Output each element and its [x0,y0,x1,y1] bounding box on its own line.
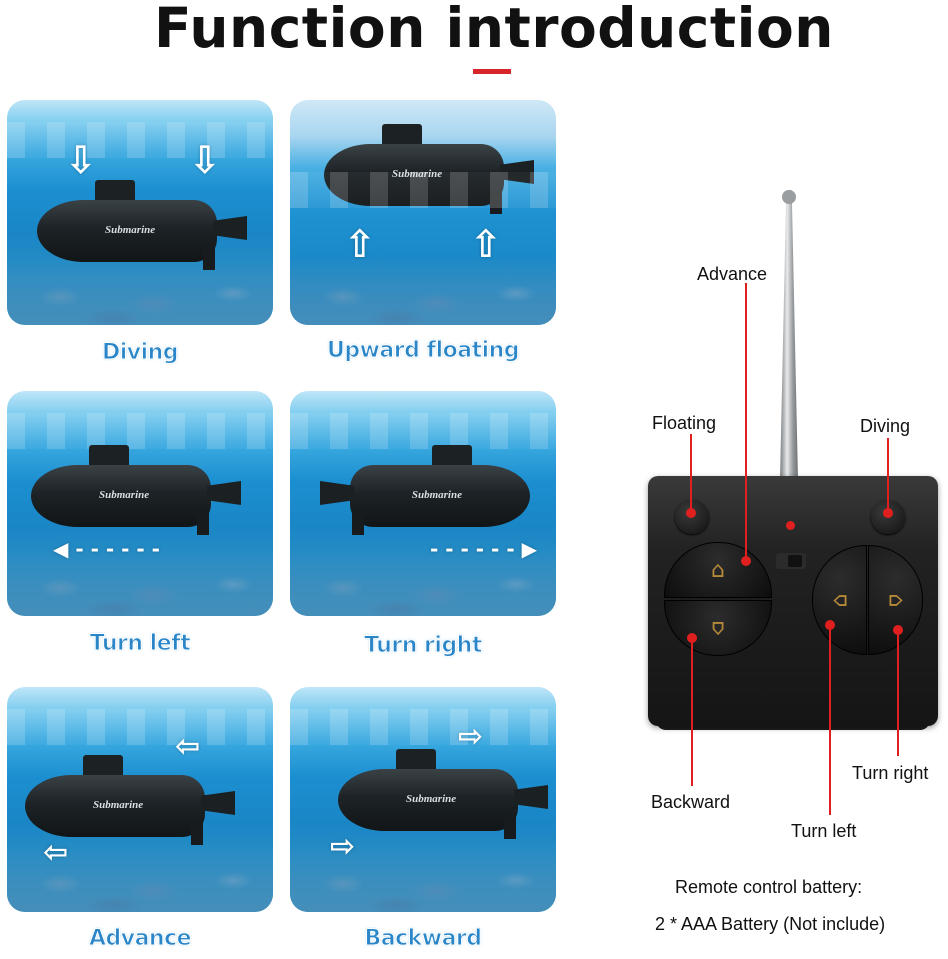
submarine-brand: Submarine [411,489,462,501]
caption-turn-right: Turn right [364,633,483,659]
backward-callout-line [691,638,693,786]
floating-callout-dot [686,508,696,518]
down-arrow-icon: ⇩ [189,138,221,182]
caption-upward-floating: Upward floating [326,338,520,364]
label-turn-right: Turn right [852,763,929,783]
caption-backward: Backward [364,926,483,952]
label-backward: Backward [651,792,731,812]
submarine-brand: Submarine [93,799,144,811]
right-arrow-icon: ⇨ [458,719,484,754]
tile-turn-right: Submarine ‐ ‐ ‐ ‐ ‐ ‐ ▶ [290,391,556,616]
label-diving: Diving [860,416,911,436]
submarine-brand: Submarine [392,168,442,180]
antenna-tip [782,190,796,204]
seabed [290,546,556,616]
label-advance: Advance [697,264,768,284]
turn-left-callout-line [829,625,831,815]
left-arrow-icon: ⇦ [175,729,201,764]
tile-upward-floating: Submarine ⇧ ⇧ [290,100,556,325]
submarine: Submarine [324,122,534,214]
tile-turn-left: Submarine ◀ ‐ ‐ ‐ ‐ ‐ ‐ [7,391,273,616]
up-arrow-icon: ⇧ [344,222,376,266]
seabed [290,255,556,325]
curved-arrow-icon: ‐ ‐ ‐ ‐ ‐ ‐ ▶ [430,537,537,561]
advance-callout-line [745,283,747,561]
up-chevron-icon: ⌂ [711,557,725,583]
power-switch[interactable] [776,553,806,569]
down-chevron-icon: ⌂ [711,615,725,641]
water-surface [290,172,556,208]
seabed [290,842,556,912]
tile-advance: ⇦ Submarine ⇦ [7,687,273,912]
battery-note-detail: 2 * AAA Battery (Not include) [655,914,886,934]
submarine-brand: Submarine [99,489,150,501]
turn-right-callout-line [897,630,899,756]
label-floating: Floating [652,413,717,433]
left-chevron-icon: ⌂ [827,593,852,607]
submarine: Submarine [37,178,247,270]
water-surface [290,709,556,745]
water-surface [7,413,273,449]
power-led [786,521,795,530]
down-arrow-icon: ⇩ [65,138,97,182]
battery-note-title: Remote control battery: [675,877,863,897]
submarine-brand: Submarine [406,793,457,805]
caption-advance: Advance [88,926,192,952]
curved-arrow-icon: ◀ ‐ ‐ ‐ ‐ ‐ ‐ [53,537,160,561]
advance-callout-dot [741,556,751,566]
water-surface [290,413,556,449]
submarine: Submarine [338,747,548,839]
right-arrow-icon: ⇨ [330,829,356,864]
caption-turn-left: Turn left [89,631,191,657]
seabed [7,546,273,616]
water-surface [7,709,273,745]
submarine: Submarine [25,753,235,845]
floating-callout-line [690,434,692,512]
antenna [780,190,798,480]
label-turn-left: Turn left [791,821,857,841]
submarine-brand: Submarine [105,224,156,236]
left-arrow-icon: ⇦ [43,835,69,870]
seabed [7,255,273,325]
submarine: Submarine [31,443,241,535]
up-arrow-icon: ⇧ [470,222,502,266]
page-title: Function introduction [154,0,834,60]
seabed [7,842,273,912]
tile-diving: ⇩ ⇩ Submarine [7,100,273,325]
tile-backward: ⇨ Submarine ⇨ [290,687,556,912]
diving-callout-line [887,438,889,512]
submarine: Submarine [320,443,530,535]
caption-diving: Diving [101,340,179,366]
title-underline [473,69,511,74]
diving-callout-dot [883,508,893,518]
right-chevron-icon: ⌂ [883,593,908,607]
water-surface [7,122,273,158]
